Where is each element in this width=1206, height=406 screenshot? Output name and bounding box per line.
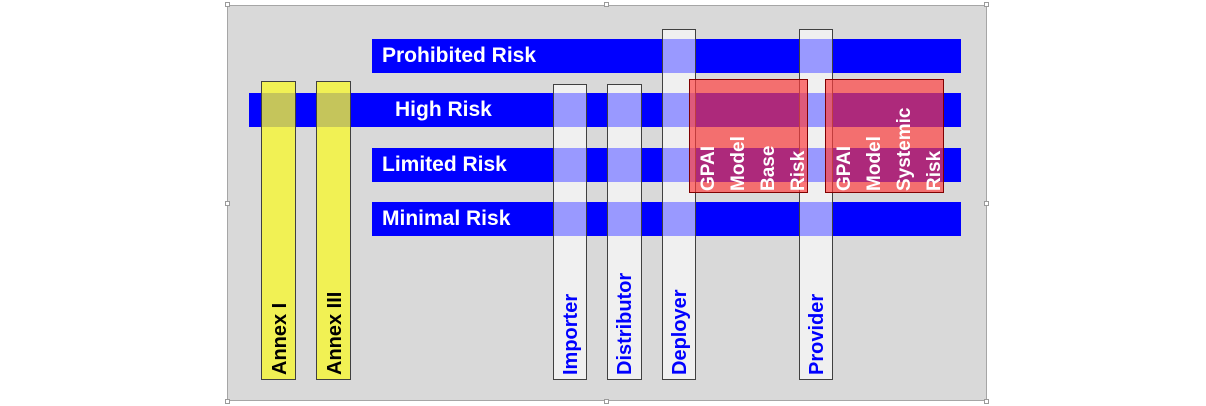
gpai-base-line-2: Model [728,136,749,191]
resize-handle-top-left[interactable] [225,2,230,7]
limited-risk-label: Limited Risk [382,153,507,176]
resize-handle-bottom-left[interactable] [225,399,230,404]
resize-handle-top-right[interactable] [984,2,989,7]
annex-1-label: Annex I [269,302,291,375]
distributor-label: Distributor [614,272,636,375]
prohibited-risk-label: Prohibited Risk [382,44,537,67]
provider-label: Provider [806,293,828,375]
minimal-risk-label: Minimal Risk [382,207,511,230]
resize-handle-top-center[interactable] [604,2,609,7]
high-risk-label: High Risk [395,98,492,121]
gpai-systemic-line-3: Systemic [894,107,915,191]
importer-label: Importer [560,293,582,375]
resize-handle-bottom-right[interactable] [984,399,989,404]
annex-1-column: Annex I [261,81,296,380]
annex-3-label: Annex III [324,291,346,375]
gpai-model-systemic-risk-text: GPAI Model Systemic Risk [830,108,950,191]
gpai-base-line-3: Base [758,145,779,191]
gpai-model-base-risk-box: GPAI Model Base Risk [689,79,809,193]
deployer-label: Deployer [669,289,691,375]
resize-handle-middle-right[interactable] [984,201,989,206]
resize-handle-middle-left[interactable] [225,201,230,206]
resize-handle-bottom-center[interactable] [604,399,609,404]
gpai-systemic-line-4: Risk [924,150,945,191]
gpai-systemic-line-1: GPAI [834,145,855,191]
gpai-systemic-line-2: Model [864,136,885,191]
gpai-base-line-4: Risk [788,150,809,191]
distributor-column: Distributor [607,84,642,380]
gpai-model-systemic-risk-box: GPAI Model Systemic Risk [825,79,945,193]
importer-column: Importer [553,84,587,380]
gpai-base-line-1: GPAI [698,145,719,191]
gpai-model-base-risk-text: GPAI Model Base Risk [694,136,814,191]
annex-3-column: Annex III [316,81,351,380]
